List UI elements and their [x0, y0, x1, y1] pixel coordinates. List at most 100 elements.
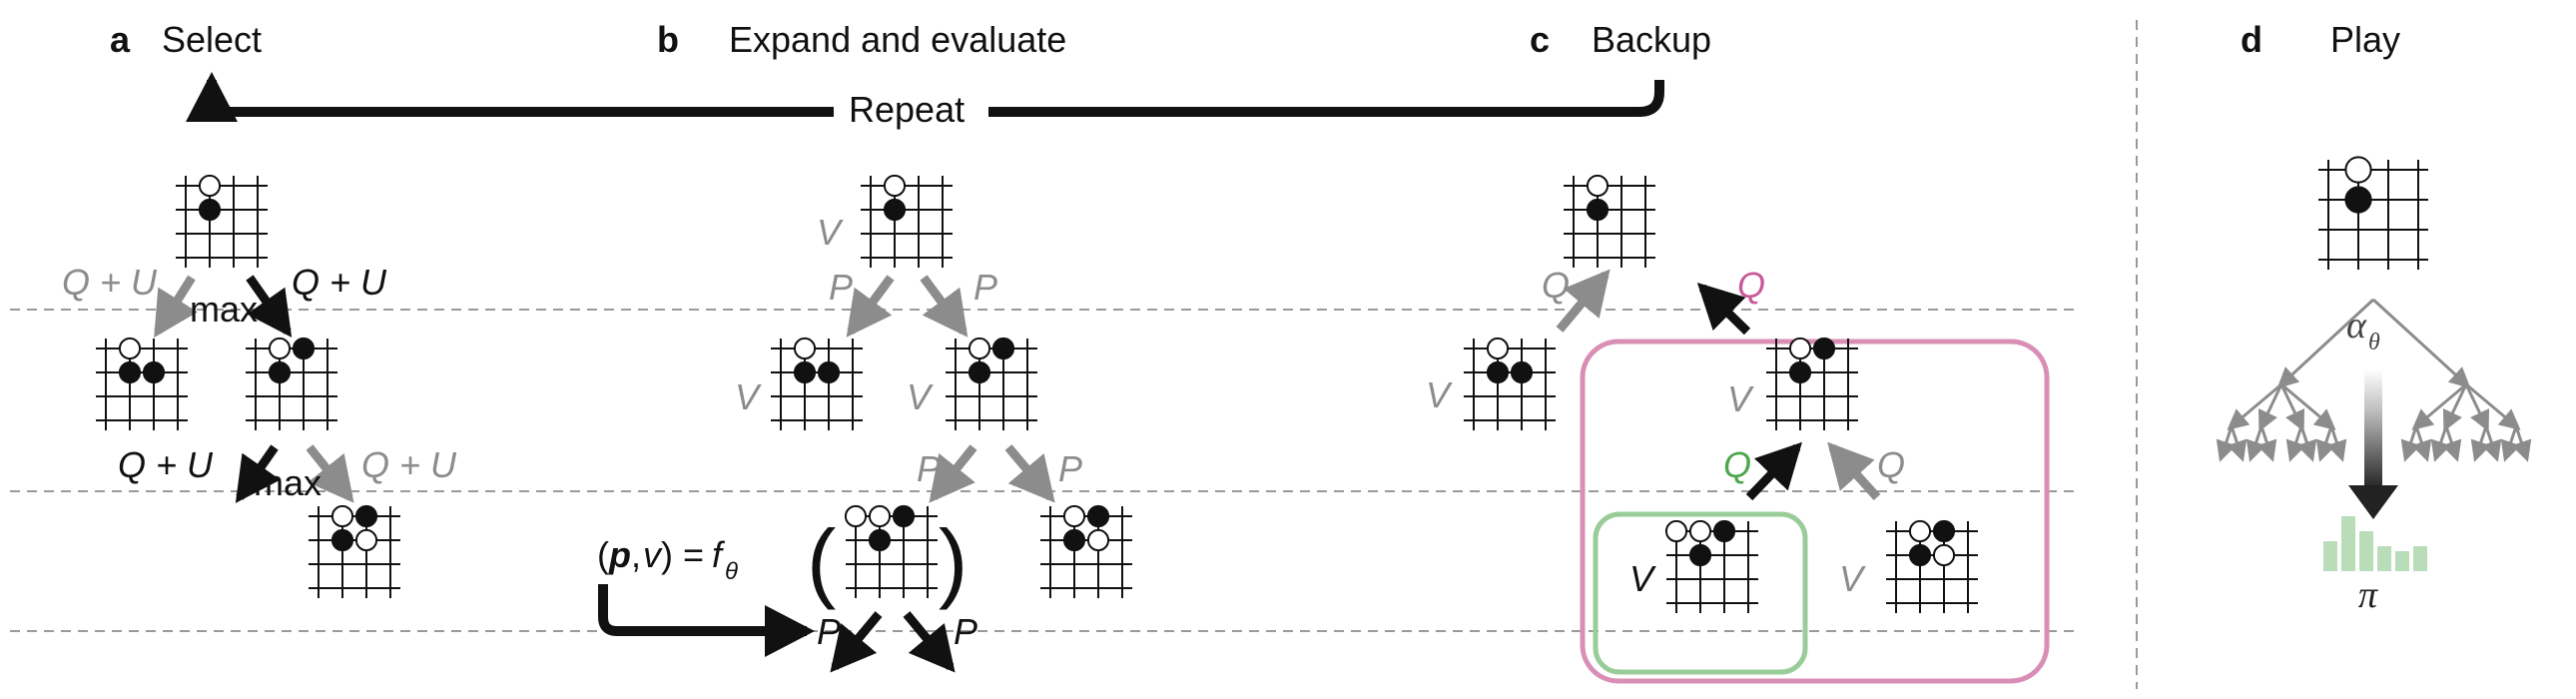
arrow-a-down-left: [235, 444, 281, 503]
white-stone: [1664, 519, 1688, 543]
q-label-c-green: Q: [1723, 444, 1751, 485]
formula-equals: ) =: [661, 534, 714, 575]
paren-close-big: ): [939, 511, 967, 610]
black-stone: [1510, 360, 1534, 384]
black-stone: [354, 504, 378, 528]
q-plus-u-label-2: Q + U: [292, 262, 387, 303]
q-label-c-gray-2: Q: [1877, 444, 1905, 485]
white-stone: [198, 174, 222, 198]
q-label-c-gray-1: Q: [1542, 265, 1570, 306]
white-stone: [330, 504, 354, 528]
arrow-c-backup-green: [1745, 441, 1802, 501]
arrow-a-right: [246, 275, 293, 338]
formula-p: p: [608, 534, 631, 575]
black-stone: [991, 337, 1015, 360]
black-stone: [1932, 519, 1956, 543]
panel-c-letter: c: [1530, 19, 1550, 60]
white-stone: [1908, 519, 1932, 543]
white-stone: [967, 337, 991, 360]
panel-b-labels: V P P V V P P P P ( ) ( p , v ) = f θ: [597, 212, 1082, 657]
q-label-c-pink: Q: [1737, 265, 1765, 306]
black-stone: [1688, 543, 1712, 567]
black-stone: [118, 360, 142, 384]
board-a-leaf: [309, 504, 400, 598]
black-stone: [292, 337, 316, 360]
board-a-right: [246, 337, 337, 430]
panel-b-header: b Expand and evaluate: [657, 19, 1066, 60]
arrow-b-down-left: [929, 444, 977, 503]
black-stone: [1086, 504, 1110, 528]
black-stone: [892, 504, 916, 528]
white-stone: [2344, 156, 2372, 184]
board-b-right: [946, 337, 1037, 430]
white-stone: [1932, 543, 1956, 567]
panel-a-header: a Select: [110, 19, 262, 60]
policy-bar: [2341, 516, 2355, 571]
black-stone: [1486, 360, 1510, 384]
arrow-b-expand-left: [830, 611, 883, 673]
panel-c-labels: Q Q V V Q Q V V: [1426, 265, 1905, 599]
max-label-2: max: [254, 462, 322, 503]
panel-b-title: Expand and evaluate: [729, 19, 1066, 60]
go-boards: [96, 156, 2428, 613]
alpha-theta-label: α: [2346, 305, 2367, 347]
policy-histogram-icon: [2323, 516, 2427, 571]
black-stone: [1062, 528, 1086, 552]
board-d-root: [2318, 156, 2428, 270]
search-tree-icon: [2216, 298, 2532, 462]
green-leaf-box: [1593, 511, 1808, 675]
p-label-b-6: P: [954, 611, 977, 652]
p-label-b-4: P: [1058, 448, 1082, 489]
formula-comma: ,: [631, 534, 641, 575]
panel-b-letter: b: [657, 19, 679, 60]
arrow-b-right: [920, 275, 968, 338]
policy-bar: [2323, 541, 2337, 571]
arrow-b-down-right: [1004, 444, 1055, 503]
v-label-c-right: V: [1839, 558, 1866, 599]
white-stone: [1688, 519, 1712, 543]
board-b-left: [771, 337, 863, 430]
white-stone: [793, 337, 817, 360]
board-c-right: [1766, 337, 1858, 430]
white-stone: [118, 337, 142, 360]
p-label-b-1: P: [829, 267, 853, 308]
arrow-b-left: [846, 275, 895, 338]
repeat-loop-arrow-left: [186, 71, 834, 122]
black-stone: [268, 360, 292, 384]
pi-label: π: [2358, 574, 2378, 616]
white-stone: [1086, 528, 1110, 552]
arrow-c-backup-black: [1696, 282, 1751, 336]
board-b-leaf-right: [1040, 504, 1132, 598]
eval-arrow: [598, 584, 816, 657]
black-stone: [2344, 186, 2372, 214]
board-c-green-leaf: [1664, 519, 1758, 613]
black-stone: [198, 198, 222, 222]
white-stone: [868, 504, 892, 528]
white-stone: [844, 504, 868, 528]
policy-bar: [2395, 551, 2409, 571]
v-label-b-left: V: [735, 376, 762, 417]
white-stone: [883, 174, 907, 198]
white-stone: [268, 337, 292, 360]
v-label-b-root: V: [817, 212, 844, 253]
black-stone: [1908, 543, 1932, 567]
black-stone: [1788, 360, 1812, 384]
black-stone: [1812, 337, 1836, 360]
q-plus-u-label-4: Q + U: [361, 444, 457, 485]
formula-open-paren: (: [597, 534, 609, 575]
board-c-left: [1464, 337, 1556, 430]
black-stone: [142, 360, 166, 384]
repeat-label: Repeat: [849, 89, 965, 130]
panel-d-play: α θ π: [2216, 298, 2532, 616]
p-label-b-2: P: [973, 267, 997, 308]
p-label-b-5: P: [817, 611, 841, 652]
white-stone: [1788, 337, 1812, 360]
black-stone: [967, 360, 991, 384]
black-stone: [330, 528, 354, 552]
tree-arrows: [154, 269, 1881, 673]
black-stone: [868, 528, 892, 552]
alpha-theta-sub: θ: [2368, 330, 2380, 355]
paren-open-big: (: [807, 511, 836, 610]
panel-a-letter: a: [110, 19, 131, 60]
